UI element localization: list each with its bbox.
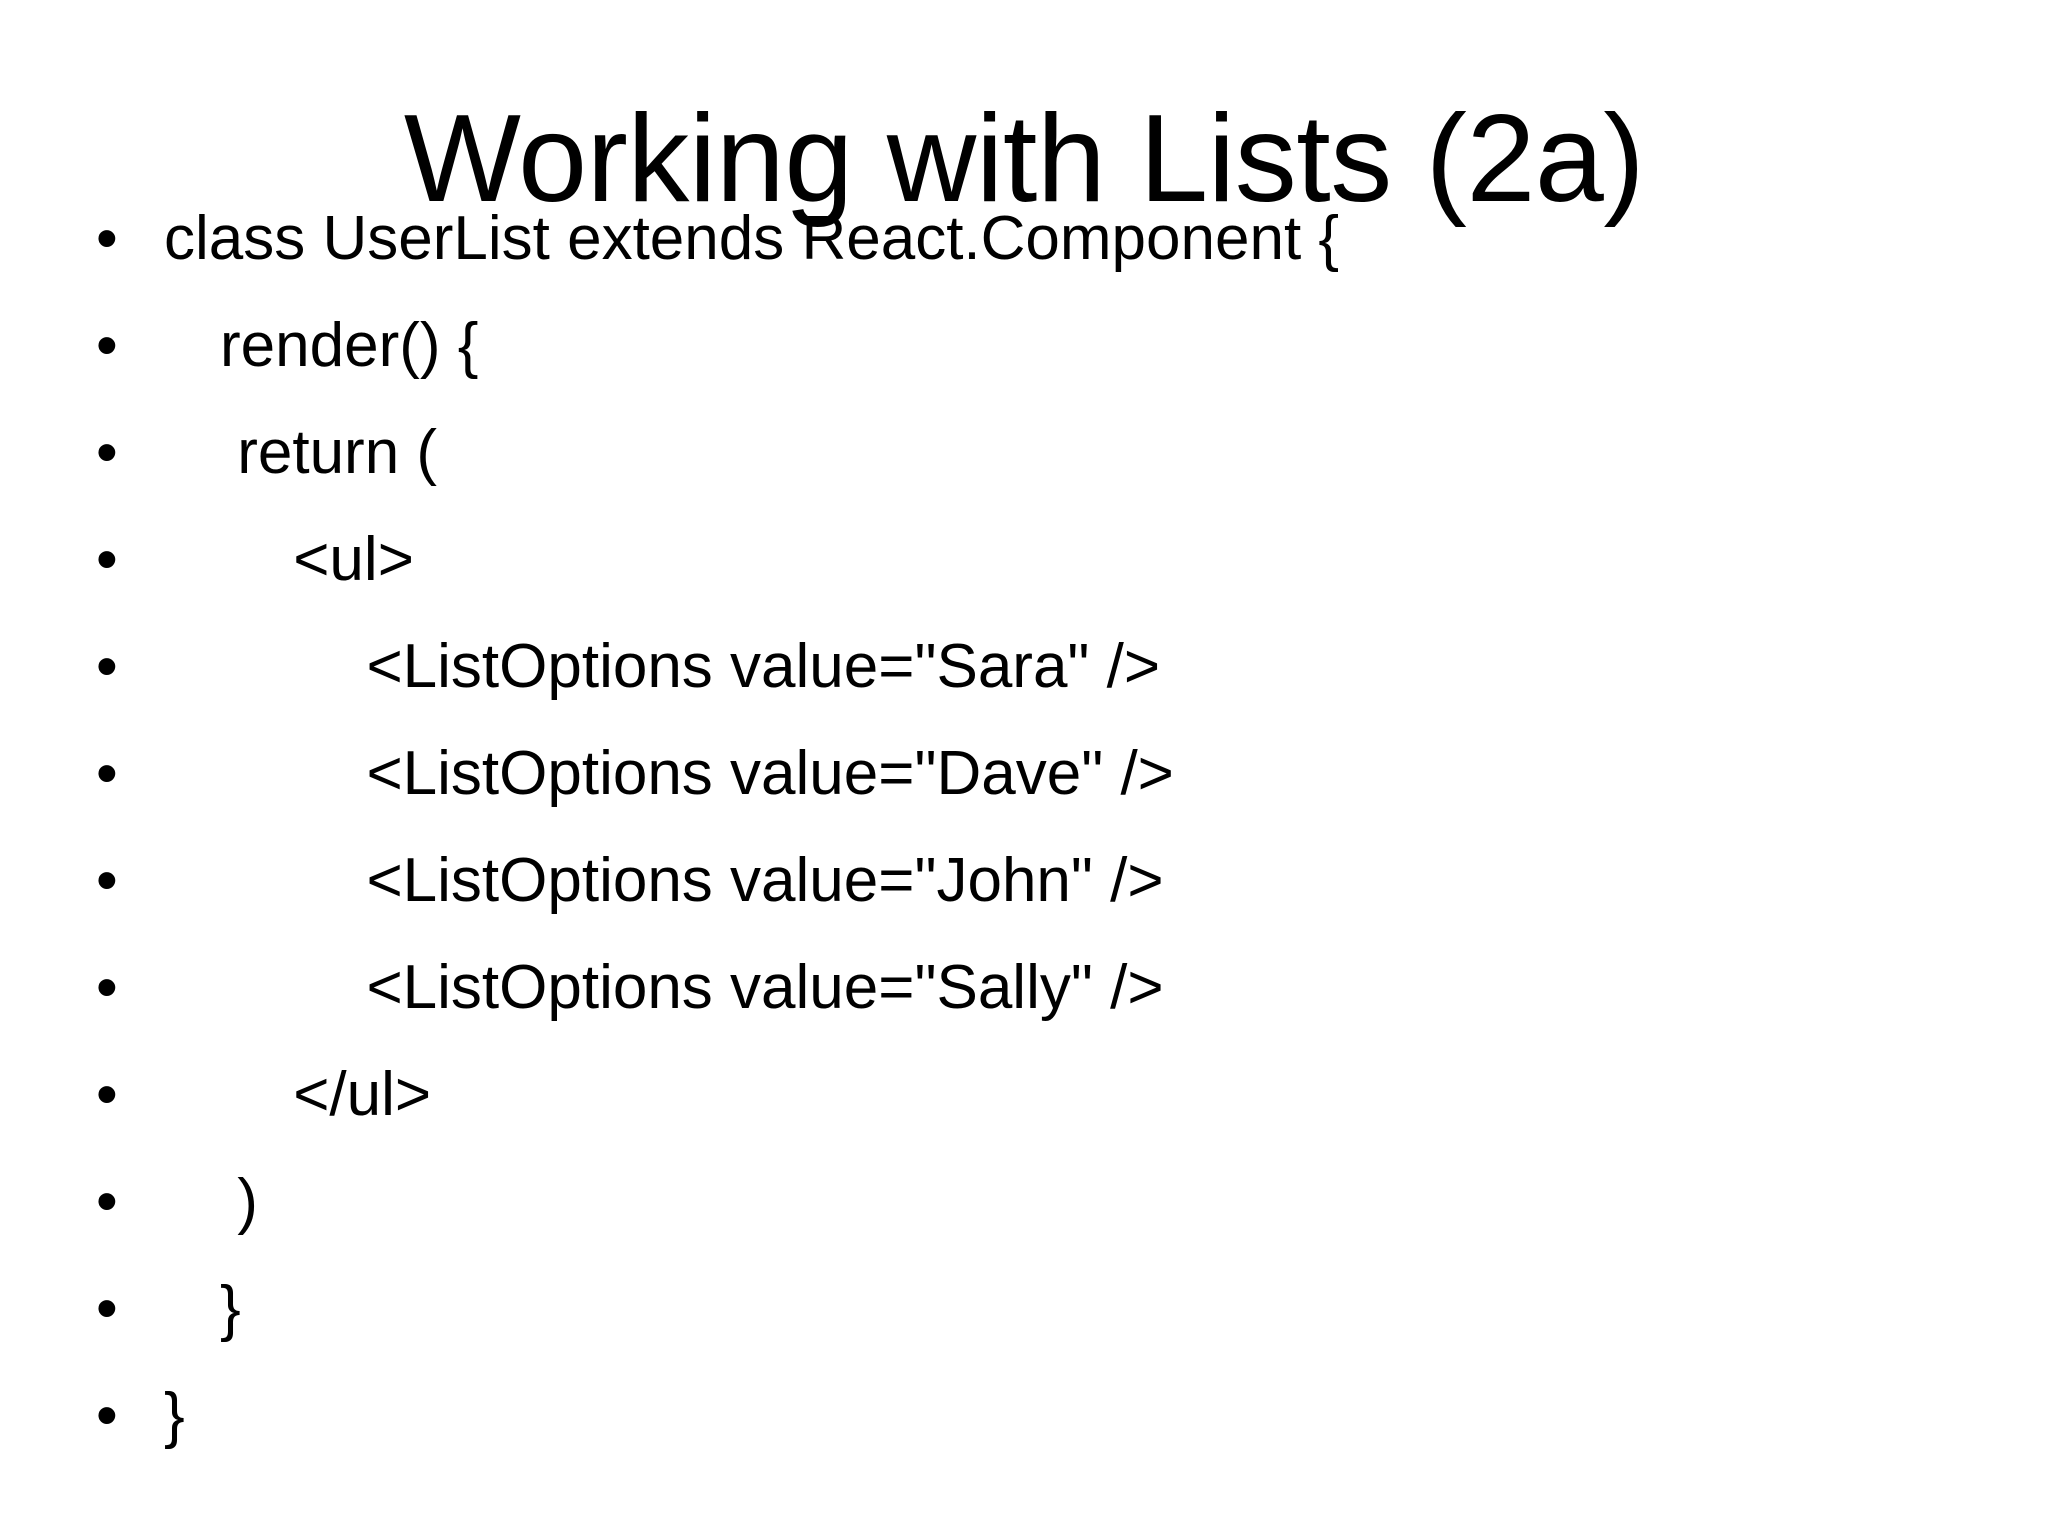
- page-title: Working with Lists (2a): [403, 90, 1645, 229]
- bullet-icon: •: [96, 311, 118, 380]
- bullet-icon: •: [96, 204, 118, 273]
- bullet-icon: •: [96, 1274, 118, 1343]
- bullet-icon: •: [96, 846, 118, 915]
- list-item: • render() {: [96, 292, 1996, 399]
- code-line-text: }: [220, 1274, 241, 1343]
- code-line-text: <ul>: [276, 525, 414, 594]
- list-item: • <ListOptions value="Sara" />: [96, 613, 1996, 720]
- code-line-text: }: [164, 1381, 185, 1450]
- bullet-icon: •: [96, 1167, 118, 1236]
- code-line-text: <ListOptions value="Sara" />: [332, 632, 1161, 701]
- list-item: • }: [96, 1255, 1996, 1362]
- code-line-text: </ul>: [276, 1060, 432, 1129]
- code-line-text: return (: [220, 418, 438, 487]
- code-line-text: ): [220, 1167, 258, 1236]
- code-line-text: <ListOptions value="John" />: [332, 846, 1164, 915]
- bullet-icon: •: [96, 953, 118, 1022]
- list-item: • <ListOptions value="Sally" />: [96, 934, 1996, 1041]
- list-item: • </ul>: [96, 1041, 1996, 1148]
- list-item: • }: [96, 1362, 1996, 1469]
- bullet-icon: •: [96, 418, 118, 487]
- list-item: • <ListOptions value="John" />: [96, 827, 1996, 934]
- bullet-icon: •: [96, 739, 118, 808]
- code-line-text: render() {: [220, 311, 479, 380]
- list-item: • ): [96, 1148, 1996, 1255]
- code-line-text: <ListOptions value="Sally" />: [332, 953, 1164, 1022]
- list-item: • class UserList extends React.Component…: [96, 185, 1996, 292]
- code-line-text: class UserList extends React.Component {: [164, 204, 1340, 273]
- bullet-icon: •: [96, 1381, 118, 1450]
- bullet-icon: •: [96, 525, 118, 594]
- bullet-icon: •: [96, 1060, 118, 1129]
- code-bullet-list: • class UserList extends React.Component…: [96, 185, 1996, 1469]
- list-item: • <ul>: [96, 506, 1996, 613]
- code-line-text: <ListOptions value="Dave" />: [332, 739, 1174, 808]
- list-item: • return (: [96, 399, 1996, 506]
- bullet-icon: •: [96, 632, 118, 701]
- list-item: • <ListOptions value="Dave" />: [96, 720, 1996, 827]
